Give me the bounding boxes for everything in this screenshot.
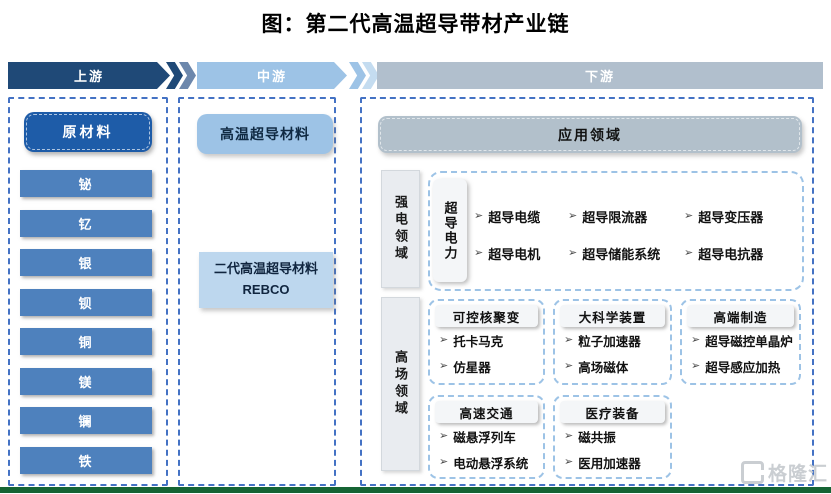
material-item: 镧 xyxy=(20,407,152,434)
group-advanced-manufacturing: 高端制造 ➢ 超导磁控单晶炉 ➢ 超导感应加热 xyxy=(680,299,801,385)
list-item-label: 超导限流器 xyxy=(582,210,648,225)
list-item-label: 托卡马克 xyxy=(453,335,504,349)
arrow-bullet-icon: ➢ xyxy=(564,430,574,442)
list-item-label: 高场磁体 xyxy=(578,361,629,375)
material-item: 镁 xyxy=(20,368,152,395)
stage-downstream: 下游 xyxy=(377,62,823,89)
stage-midstream: 中游 xyxy=(197,62,347,89)
list-item-label: 仿星器 xyxy=(453,361,491,375)
glonghui-logo-icon xyxy=(740,461,764,484)
list-item: ➢ 托卡马克 xyxy=(439,331,541,350)
list-item: ➢ 超导电抗器 xyxy=(684,244,763,263)
list-item-label: 医用加速器 xyxy=(578,457,641,471)
superconducting-power-chip: 超导电力 xyxy=(433,179,467,282)
arrow-bullet-icon: ➢ xyxy=(439,360,449,372)
arrow-bullet-icon: ➢ xyxy=(564,334,574,346)
group-high-speed-transport: 高速交通 ➢ 磁悬浮列车 ➢ 电动悬浮系统 xyxy=(428,395,545,479)
stage-midstream-label: 中游 xyxy=(256,69,287,84)
arrow-bullet-icon: ➢ xyxy=(474,247,484,259)
material-item: 银 xyxy=(20,249,152,276)
arrow-bullet-icon: ➢ xyxy=(568,247,578,259)
chevron-icon xyxy=(362,62,379,89)
list-item: ➢ 磁悬浮列车 xyxy=(439,427,541,446)
watermark-text: 格隆汇 xyxy=(767,464,828,485)
list-item-label: 超导变压器 xyxy=(698,210,764,225)
list-item-label: 电动悬浮系统 xyxy=(453,457,529,471)
group-big-science: 大科学装置 ➢ 粒子加速器 ➢ 高场磁体 xyxy=(553,299,672,385)
arrow-bullet-icon: ➢ xyxy=(439,334,449,346)
strong-field-container xyxy=(428,171,804,291)
stage-downstream-label: 下游 xyxy=(584,69,615,84)
list-item-label: 超导磁控单晶炉 xyxy=(705,335,793,349)
list-item: ➢ 超导电机 xyxy=(474,244,540,263)
material-item: 铋 xyxy=(20,170,152,197)
midstream-column-frame xyxy=(178,97,336,486)
list-item: ➢ 超导磁控单晶炉 xyxy=(691,331,797,350)
arrow-bullet-icon: ➢ xyxy=(439,456,449,468)
chevron-icon xyxy=(166,62,183,89)
list-item-label: 超导储能系统 xyxy=(582,247,661,262)
group-title: 医疗装备 xyxy=(560,401,665,423)
rebco-line2: REBCO xyxy=(242,282,290,297)
material-item: 铜 xyxy=(20,328,152,355)
upstream-column-frame xyxy=(8,97,168,486)
list-item-label: 超导电抗器 xyxy=(698,247,764,262)
application-field-header: 应用领域 xyxy=(378,116,802,153)
footer-green-strip xyxy=(0,487,831,493)
watermark: 格隆汇 xyxy=(740,459,828,486)
list-item: ➢ 超导电缆 xyxy=(474,207,540,226)
material-item: 钇 xyxy=(20,210,152,237)
list-item: ➢ 磁共振 xyxy=(564,427,668,446)
list-item: ➢ 仿星器 xyxy=(439,357,541,376)
material-item: 铁 xyxy=(20,447,152,474)
stage-upstream: 上游 xyxy=(8,62,170,89)
list-item: ➢ 超导储能系统 xyxy=(568,244,660,263)
list-item-label: 超导电机 xyxy=(488,247,541,262)
list-item: ➢ 超导变压器 xyxy=(684,207,763,226)
stage-upstream-label: 上游 xyxy=(73,69,104,84)
list-item: ➢ 粒子加速器 xyxy=(564,331,668,350)
list-item-label: 磁共振 xyxy=(578,431,616,445)
chevron-icon xyxy=(179,62,196,89)
raw-materials-header: 原材料 xyxy=(24,112,152,152)
list-item: ➢ 高场磁体 xyxy=(564,357,668,376)
list-item-label: 超导电缆 xyxy=(488,210,541,225)
arrow-bullet-icon: ➢ xyxy=(474,210,484,222)
list-item-label: 超导感应加热 xyxy=(705,361,781,375)
list-item: ➢ 医用加速器 xyxy=(564,453,668,472)
group-title: 高端制造 xyxy=(687,305,794,327)
arrow-bullet-icon: ➢ xyxy=(691,360,701,372)
arrow-bullet-icon: ➢ xyxy=(684,247,694,259)
material-item: 钡 xyxy=(20,289,152,316)
arrow-bullet-icon: ➢ xyxy=(564,360,574,372)
rebco-line1: 二代高温超导材料 xyxy=(213,261,318,277)
chevron-icon xyxy=(349,62,366,89)
list-item: ➢ 超导感应加热 xyxy=(691,357,797,376)
group-title: 大科学装置 xyxy=(560,305,665,327)
strong-field-label: 强电领域 xyxy=(381,170,420,288)
arrow-bullet-icon: ➢ xyxy=(439,430,449,442)
list-item-label: 磁悬浮列车 xyxy=(453,431,516,445)
group-medical-equipment: 医疗装备 ➢ 磁共振 ➢ 医用加速器 xyxy=(553,395,672,479)
downstream-column-frame xyxy=(360,97,814,486)
arrow-bullet-icon: ➢ xyxy=(684,210,694,222)
group-fusion: 可控核聚变 ➢ 托卡马克 ➢ 仿星器 xyxy=(428,299,545,385)
arrow-bullet-icon: ➢ xyxy=(691,334,701,346)
arrow-bullet-icon: ➢ xyxy=(568,210,578,222)
group-title: 可控核聚变 xyxy=(435,305,538,327)
page-title: 图：第二代高温超导带材产业链 xyxy=(261,13,570,36)
group-title: 高速交通 xyxy=(435,401,538,423)
high-field-label: 高场领域 xyxy=(381,297,420,471)
list-item-label: 粒子加速器 xyxy=(578,335,641,349)
rebco-product-box: 二代高温超导材料 REBCO xyxy=(199,252,333,308)
list-item: ➢ 超导限流器 xyxy=(568,207,647,226)
arrow-bullet-icon: ➢ xyxy=(564,456,574,468)
list-item: ➢ 电动悬浮系统 xyxy=(439,453,541,472)
hts-material-header: 高温超导材料 xyxy=(197,114,333,154)
